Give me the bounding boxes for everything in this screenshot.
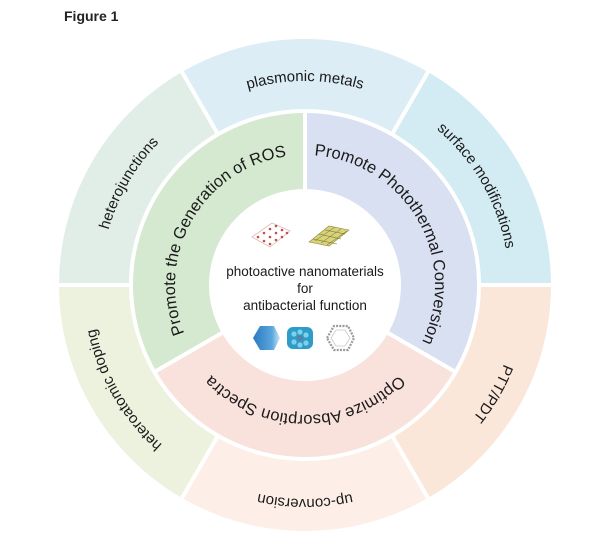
blue-hexagon-nanosheet-icon bbox=[253, 326, 280, 350]
inner-segment-photothermal bbox=[306, 113, 477, 370]
center-title-line-3: antibacterial function bbox=[243, 298, 367, 313]
inner-ring bbox=[133, 113, 477, 457]
grey-ring-molecule-icon bbox=[325, 324, 356, 352]
inner-segment-promote-ros bbox=[133, 113, 304, 370]
outer-label-up-conversion: up-conversion bbox=[256, 490, 355, 512]
outer-ring bbox=[59, 39, 551, 531]
lattice-sheet-gold-icon bbox=[308, 225, 350, 247]
outer-segment-ptt-pdt bbox=[394, 286, 551, 498]
outer-segment-plasmonic-metals bbox=[183, 39, 427, 132]
outer-segment-heterojunctions bbox=[59, 72, 216, 284]
center-title-line-2: for bbox=[297, 281, 313, 296]
lattice-sheet-red-icon bbox=[251, 222, 291, 248]
inner-segment-absorption-spectra bbox=[157, 334, 453, 457]
blue-porous-framework-icon bbox=[287, 327, 313, 349]
outer-segment-surface-modifications bbox=[394, 72, 551, 284]
figure-title: Figure 1 bbox=[64, 8, 119, 24]
center-content: photoactive nanomaterials for antibacter… bbox=[226, 222, 384, 352]
outer-segment-heteroatomic-doping bbox=[59, 286, 216, 498]
outer-segment-up-conversion bbox=[183, 438, 427, 531]
center-title-line-1: photoactive nanomaterials bbox=[226, 264, 384, 279]
